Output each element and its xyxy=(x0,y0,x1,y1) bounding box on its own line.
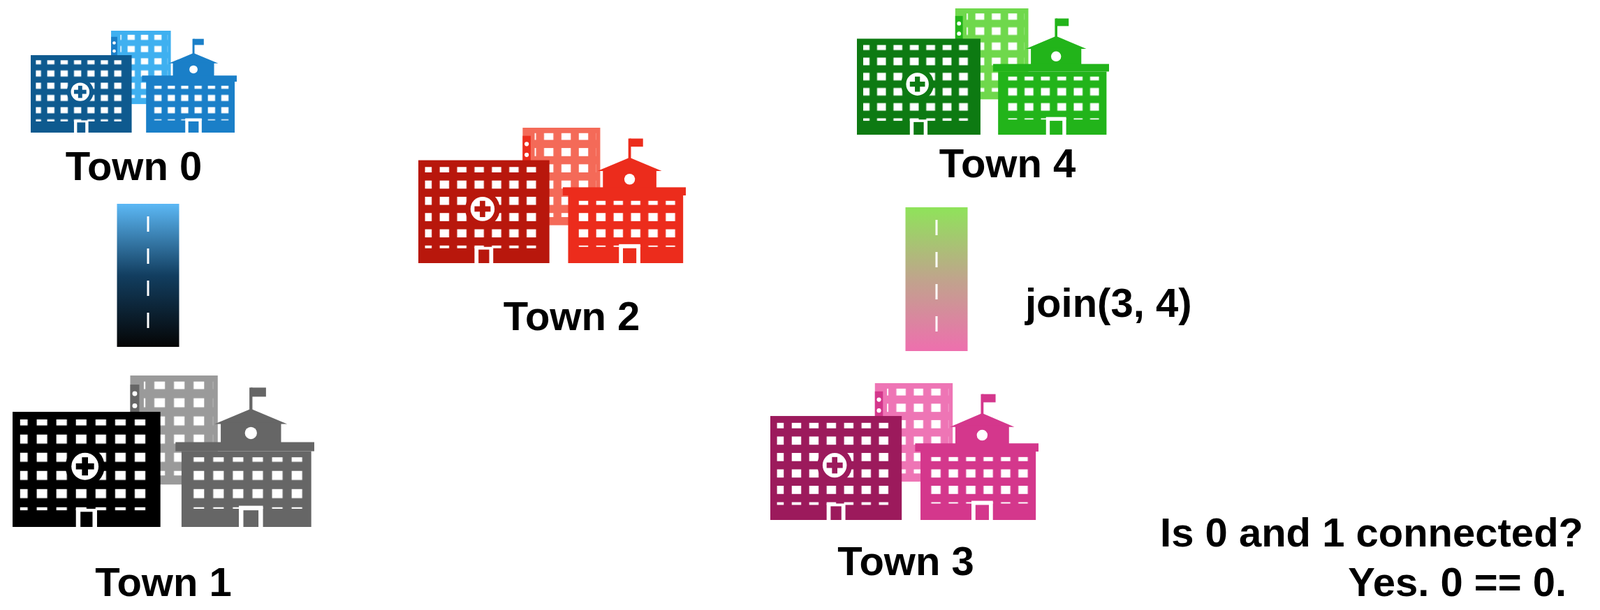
town-node: Town 1 xyxy=(12,375,315,605)
note-text: Yes. 0 == 0. xyxy=(1347,560,1567,605)
town-node: Town 3 xyxy=(770,383,1039,584)
town-node: Town 2 xyxy=(418,127,686,339)
road xyxy=(117,203,180,348)
town-node: Town 4 xyxy=(856,8,1110,186)
town-label: Town 3 xyxy=(771,539,1040,584)
town-icon xyxy=(770,383,1042,521)
town-label: Town 1 xyxy=(12,560,315,605)
note-text: Is 0 and 1 connected? xyxy=(1160,510,1584,556)
town-icon xyxy=(418,127,689,264)
town-icon xyxy=(30,30,239,133)
town-icon xyxy=(856,8,1112,135)
town-label: Town 2 xyxy=(437,294,706,339)
road xyxy=(905,207,968,352)
town-label: Town 0 xyxy=(30,143,237,189)
edge-label: join(3, 4) xyxy=(1025,280,1192,326)
town-node: Town 0 xyxy=(30,30,237,189)
town-icon xyxy=(12,375,318,528)
town-label: Town 4 xyxy=(881,141,1134,186)
